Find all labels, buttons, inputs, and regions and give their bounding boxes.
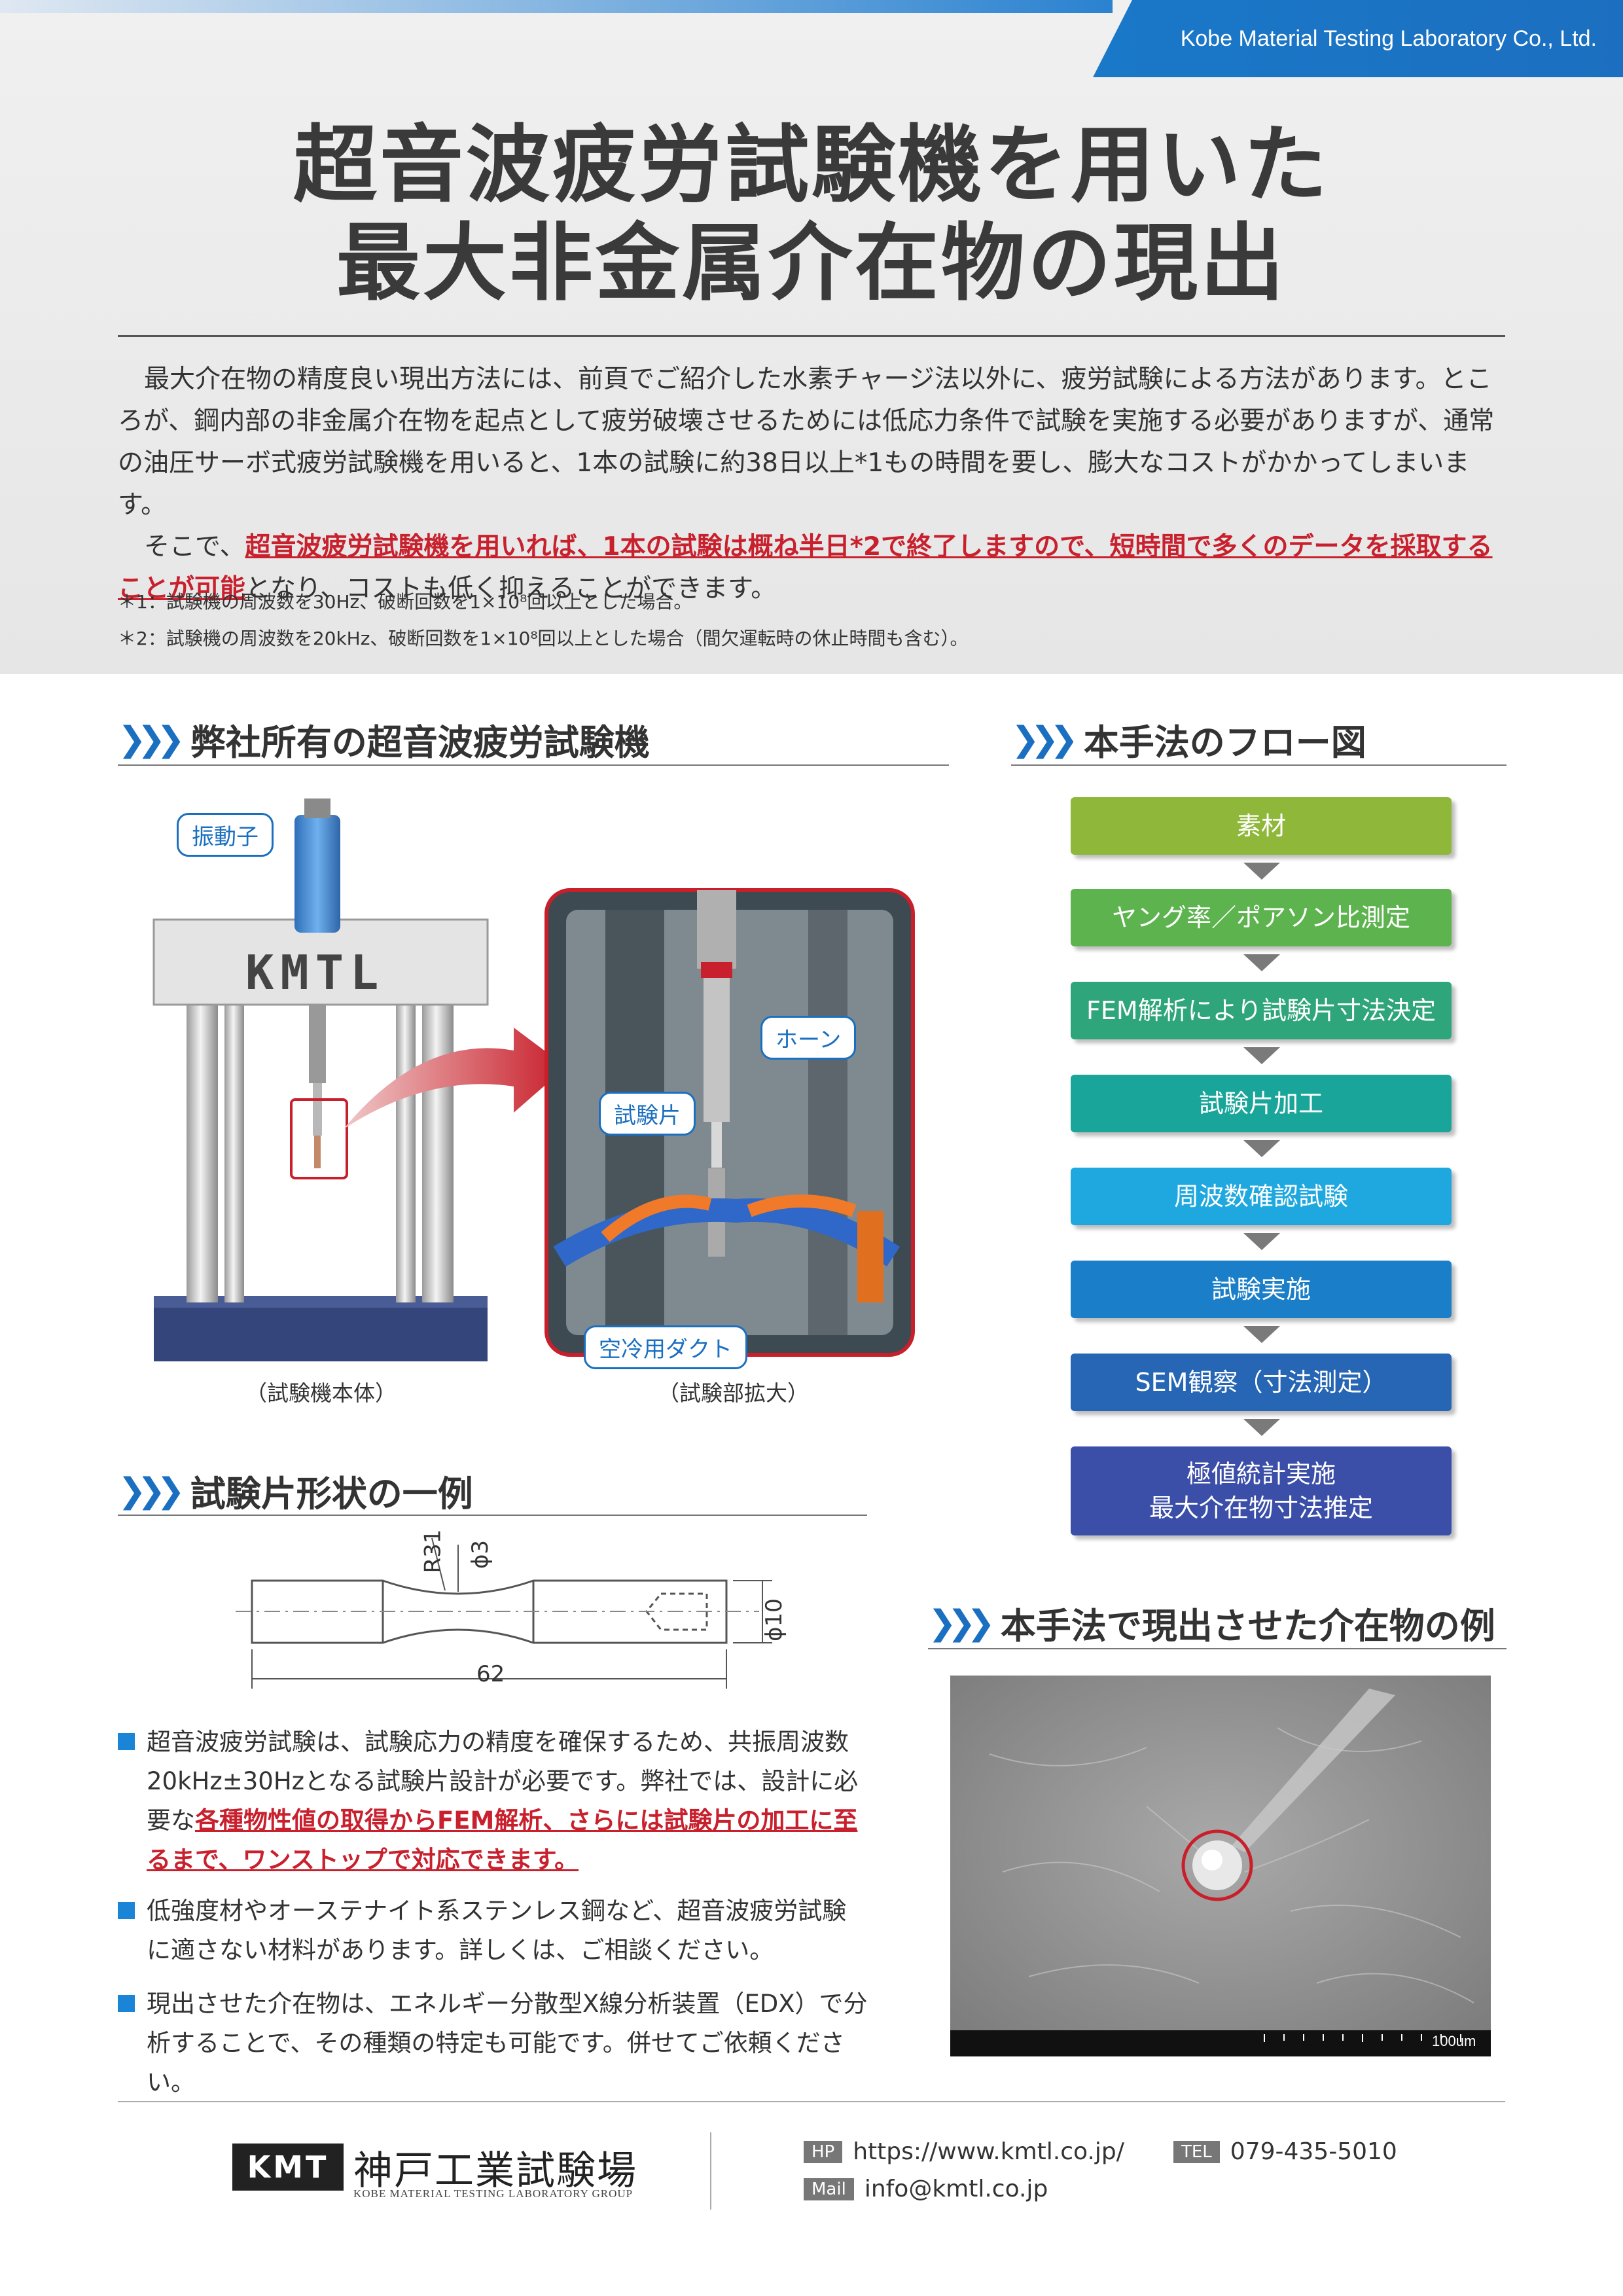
specimen-callout: 試験片 xyxy=(599,1092,696,1136)
flow-arrow-down-icon xyxy=(1243,1419,1280,1436)
hp-tag: HP xyxy=(804,2140,843,2163)
specimen-section-title: 試験片形状の一例 xyxy=(190,1473,473,1515)
page-title-line2: 最大非金属介在物の現出 xyxy=(336,215,1287,312)
flow-step: 極値統計実施 最大介在物寸法推定 xyxy=(1071,1446,1452,1535)
company-name-en: Kobe Material Testing Laboratory Co., Lt… xyxy=(1180,26,1597,51)
specimen-section-heading: ❯❯❯ 試験片形状の一例 xyxy=(118,1465,473,1516)
title-divider xyxy=(118,335,1505,337)
footer-divider xyxy=(710,2132,711,2210)
intro-paragraph-2: そこで、超音波疲労試験機を用いれば、1本の試験は概ね半日*2で終了しますので、短… xyxy=(118,526,1505,610)
mail-link[interactable]: info@kmtl.co.jp xyxy=(864,2176,1048,2202)
flow-section-title: 本手法のフロー図 xyxy=(1083,722,1366,763)
company-logo-en: KOBE MATERIAL TESTING LABORATORY GROUP xyxy=(353,2187,633,2200)
inclusion-section-title: 本手法で現出させた介在物の例 xyxy=(1000,1605,1495,1647)
flow-step: 試験片加工 xyxy=(1071,1075,1452,1132)
hp-link[interactable]: https://www.kmtl.co.jp/ xyxy=(853,2138,1124,2165)
caption-machine-body: （試験機本体） xyxy=(245,1380,397,1406)
flow-arrow-down-icon xyxy=(1243,954,1280,971)
bullet-square-icon xyxy=(118,1902,135,1919)
bullet-3-text: 現出させた介在物は、エネルギー分散型X線分析装置（EDX）で分析することで、その… xyxy=(147,1990,868,2096)
mail-tag: Mail xyxy=(804,2178,854,2200)
footnote-2: ＊2：試験機の周波数を20kHz、破断回数を1×10⁸回以上とした場合（間欠運転… xyxy=(118,628,969,649)
intro-paragraph-1: 最大介在物の精度良い現出方法には、前頁でご紹介した水素チャージ法以外に、疲労試験… xyxy=(118,365,1495,520)
dim-diameter-10: ϕ10 xyxy=(760,1598,787,1641)
bullet-2: 低強度材やオーステナイト系ステンレス鋼など、超音波疲労試験に適さない材料がありま… xyxy=(118,1892,870,1970)
specimen-section-rule xyxy=(118,1515,867,1516)
chevron-right-icon: ❯❯❯ xyxy=(1011,719,1079,759)
intro-p2-highlight: 超音波疲労試験機を用いれば、1本の試験は概ね半日*2で終了しますので、短時間で多… xyxy=(118,532,1493,603)
flow-step: 試験実施 xyxy=(1071,1261,1452,1318)
dim-length: 62 xyxy=(476,1661,505,1687)
specimen-drawing xyxy=(236,1537,772,1689)
page-title-line1: 超音波疲労試験機を用いた xyxy=(293,117,1330,214)
machine-section-rule xyxy=(118,764,949,766)
machine-section-heading: ❯❯❯ 弊社所有の超音波疲労試験機 xyxy=(118,713,650,765)
company-logo-jp: 神戸工業試験場 xyxy=(353,2148,637,2194)
dim-diameter-3: ϕ3 xyxy=(467,1539,494,1570)
bullet-3: 現出させた介在物は、エネルギー分散型X線分析装置（EDX）で分析することで、その… xyxy=(118,1984,870,2102)
machine-section-title: 弊社所有の超音波疲労試験機 xyxy=(190,722,650,763)
header-band xyxy=(0,0,1623,674)
duct-callout: 空冷用ダクト xyxy=(584,1325,747,1369)
flow-step: 周波数確認試験 xyxy=(1071,1168,1452,1225)
tel-tag: TEL xyxy=(1173,2140,1220,2163)
footnote-1: ＊1：試験機の周波数を30Hz、破断回数を1×10⁸回以上とした場合。 xyxy=(118,591,692,613)
chevron-right-icon: ❯❯❯ xyxy=(928,1603,995,1643)
intro-text: 最大介在物の精度良い現出方法には、前頁でご紹介した水素チャージ法以外に、疲労試験… xyxy=(118,359,1505,610)
bullet-square-icon xyxy=(118,1733,135,1750)
flow-step: ヤング率／ポアソン比測定 xyxy=(1071,889,1452,946)
intro-p2-lead: そこで、 xyxy=(144,532,245,562)
flow-step: FEM解析により試験片寸法決定 xyxy=(1071,982,1452,1039)
flow-section-heading: ❯❯❯ 本手法のフロー図 xyxy=(1011,713,1366,765)
inclusion-section-rule xyxy=(928,1648,1507,1649)
flow-arrow-down-icon xyxy=(1243,1047,1280,1064)
flow-arrow-down-icon xyxy=(1243,1326,1280,1343)
bullet-1-text: 超音波疲労試験は、試験応力の精度を確保するため、共振周波数20kHz±30Hzと… xyxy=(147,1728,859,1835)
chevron-right-icon: ❯❯❯ xyxy=(118,719,185,759)
flow-arrow-down-icon xyxy=(1243,1233,1280,1250)
horn-callout: ホーン xyxy=(760,1016,857,1060)
sem-scale-label: 100um xyxy=(1432,2033,1476,2049)
caption-test-section: （試験部拡大） xyxy=(658,1380,809,1406)
vibrator-callout: 振動子 xyxy=(177,813,274,857)
footer-hp: HP https://www.kmtl.co.jp/ xyxy=(804,2138,1124,2165)
sem-image xyxy=(950,1676,1491,2056)
dim-radius: R31 xyxy=(419,1529,446,1573)
flow-step: SEM観察（寸法測定） xyxy=(1071,1354,1452,1411)
inclusion-section-heading: ❯❯❯ 本手法で現出させた介在物の例 xyxy=(928,1597,1495,1649)
flow-arrow-down-icon xyxy=(1243,863,1280,880)
testing-machine-illustration xyxy=(152,798,915,1361)
top-accent-line xyxy=(0,0,1113,13)
footer-rule xyxy=(118,2101,1505,2102)
tel-number[interactable]: 079-435-5010 xyxy=(1230,2138,1397,2165)
company-logo-mark: KMT xyxy=(232,2144,344,2191)
bullet-1: 超音波疲労試験は、試験応力の精度を確保するため、共振周波数20kHz±30Hzと… xyxy=(118,1723,870,1880)
machine-brand-label: KMTL xyxy=(245,945,385,1000)
intro-p2-tail: となり、コストも低く抑えることができます。 xyxy=(245,574,777,603)
bullet-1-highlight: 各種物性値の取得からFEM解析、さらには試験片の加工に至るまで、ワンストップで対… xyxy=(147,1806,858,1874)
chevron-right-icon: ❯❯❯ xyxy=(118,1471,185,1511)
footer-mail: Mail info@kmtl.co.jp xyxy=(804,2176,1048,2202)
bullet-2-text: 低強度材やオーステナイト系ステンレス鋼など、超音波疲労試験に適さない材料がありま… xyxy=(147,1897,847,1964)
flow-arrow-down-icon xyxy=(1243,1140,1280,1157)
footer-tel: TEL 079-435-5010 xyxy=(1173,2138,1397,2165)
flow-step: 素材 xyxy=(1071,797,1452,855)
bullet-square-icon xyxy=(118,1995,135,2012)
company-name-bar: Kobe Material Testing Laboratory Co., Lt… xyxy=(1093,0,1623,77)
flow-section-rule xyxy=(1011,764,1507,766)
